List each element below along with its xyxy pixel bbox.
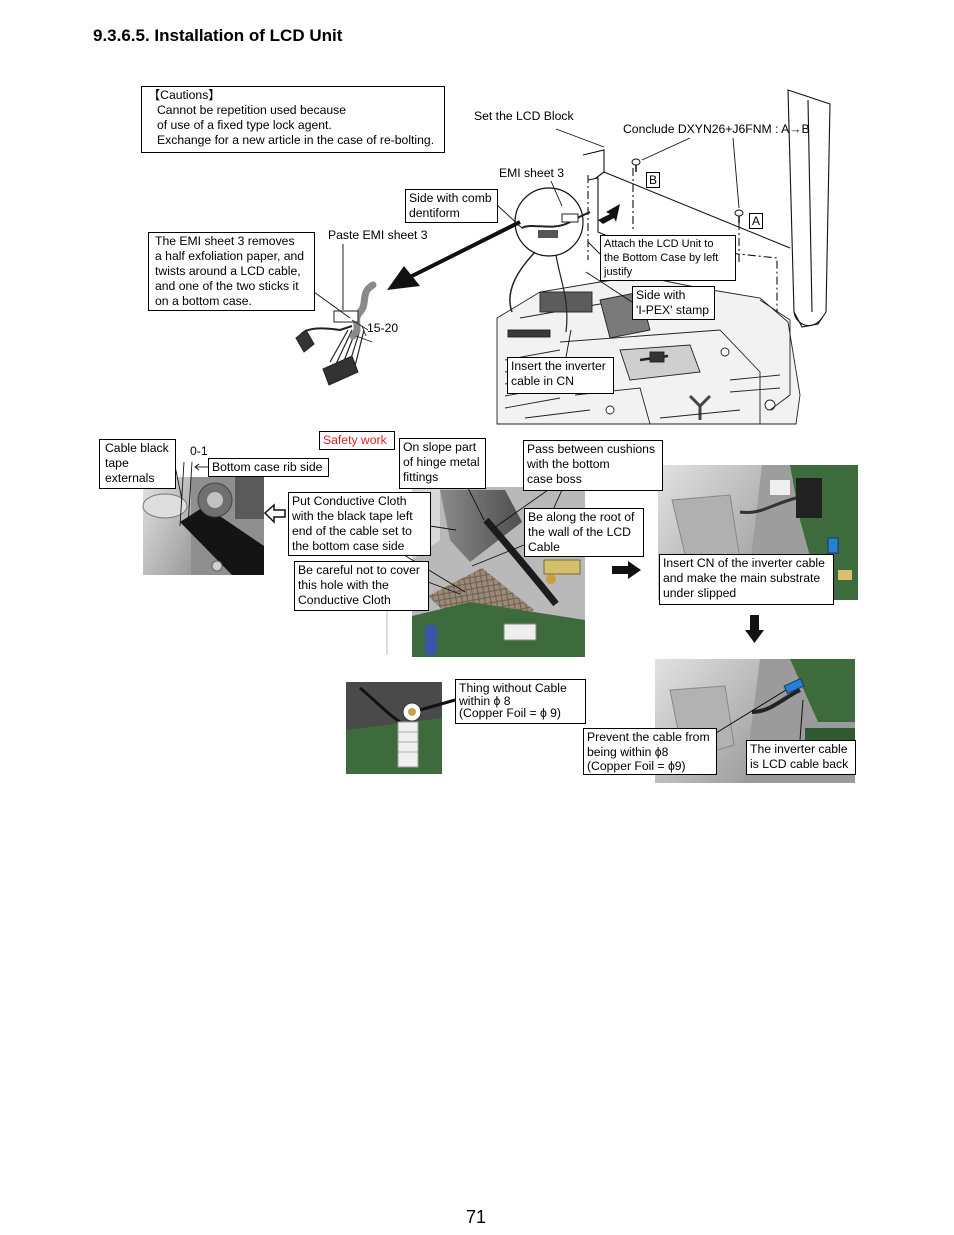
lcd-block-drawing: [582, 89, 831, 382]
callout-line: being within ϕ8: [587, 744, 669, 759]
callout-line: Conductive Cloth: [298, 593, 391, 607]
no-cable-zone-photo: [346, 682, 456, 774]
callout-line: Side with: [636, 288, 686, 302]
top-leader-lines: [313, 128, 740, 358]
hinge-photo: [142, 477, 264, 575]
callout-line: Pass between cushions: [527, 442, 656, 456]
callout-line: Cable: [528, 540, 560, 554]
callout-line: On slope part: [403, 440, 477, 454]
down-arrow-icon: [745, 615, 764, 643]
callout-line: (Copper Foil = ϕ9): [587, 759, 686, 773]
paste-emi-label: Paste EMI sheet 3: [328, 228, 428, 242]
comb-side-callout: Side with comb dentiform: [405, 189, 498, 223]
emi-sheet-twist: [349, 281, 377, 340]
pass-cushions-callout: Pass between cushions with the bottom ca…: [523, 440, 663, 491]
callout-line: cable in CN: [511, 374, 574, 388]
along-wall-callout: Be along the root of the wall of the LCD…: [524, 508, 644, 557]
emi-instructions-callout: The EMI sheet 3 removes a half exfoliati…: [148, 232, 315, 311]
insert-cn-callout: Insert CN of the inverter cable and make…: [659, 554, 834, 605]
rib-side-callout: Bottom case rib side: [208, 458, 329, 477]
callout-line: justify: [604, 266, 633, 278]
callout-line: dentiform: [409, 206, 460, 220]
left-arrow-icon: [263, 503, 286, 524]
safety-work-label: Safety work: [319, 431, 395, 450]
callout-line: The EMI sheet 3 removes: [155, 234, 295, 248]
emi-sheet-label: EMI sheet 3: [499, 166, 565, 180]
set-lcd-block-label: Set the LCD Block: [474, 109, 574, 123]
cable-black-tape-callout: Cable black tape externals: [99, 439, 176, 489]
callout-line: (Copper Foil = ϕ 9): [459, 706, 561, 720]
screw-b-icon: [631, 158, 641, 172]
callout-line: is LCD cable back: [750, 757, 849, 771]
callout-line: the Bottom Case by left: [604, 252, 719, 264]
insert-inverter-callout: Insert the inverter cable in CN: [507, 357, 614, 394]
callout-line: of hinge metal: [403, 455, 480, 469]
callout-line: 'I-PEX' stamp: [636, 303, 710, 317]
prevent-cable-callout: Prevent the cable from being within ϕ8 (…: [583, 728, 717, 775]
callout-line: Prevent the cable from: [587, 730, 710, 744]
callout-line: and one of the two sticks it: [155, 279, 299, 293]
callout-line: with the black tape left: [292, 509, 413, 523]
callout-line: externals: [105, 471, 155, 485]
detail-pointer-arrow: [387, 220, 521, 290]
screw-marker-a: A: [749, 213, 763, 229]
screw-marker-b: B: [646, 172, 660, 188]
ipex-side-callout: Side with 'I-PEX' stamp: [632, 286, 715, 320]
page-number: 71: [466, 1207, 487, 1227]
callout-line: fittings: [403, 470, 439, 484]
callout-line: Insert CN of the inverter cable: [663, 556, 825, 570]
cautions-box: 【Cautions】 Cannot be repetition used bec…: [141, 86, 445, 153]
insert-direction-arrow: [598, 204, 620, 224]
no-cable-zone-callout: Thing without Cable within ϕ 8 (Copper F…: [455, 679, 586, 724]
emi-detail-circle: [509, 187, 591, 333]
cautions-line: Exchange for a new article in the case o…: [157, 133, 435, 147]
gap-label: 0-1: [190, 444, 208, 458]
callout-line: on a bottom case.: [155, 294, 252, 308]
lcd-block-frame: [582, 149, 791, 249]
conclude-screws-label: Conclude DXYN26+J6FNM : A→B: [623, 122, 810, 136]
callout-line: Side with comb: [409, 191, 492, 205]
callout-line: Insert the inverter: [511, 359, 606, 373]
callout-line: twists around a LCD cable,: [155, 264, 301, 278]
callout-line: and make the main substrate: [663, 571, 821, 585]
callout-line: end of the cable set to: [292, 524, 412, 538]
careful-hole-callout: Be careful not to cover this hole with t…: [294, 561, 429, 611]
callout-line: Be along the root of: [528, 510, 635, 524]
conductive-cloth-callout: Put Conductive Cloth with the black tape…: [288, 492, 431, 556]
dimension-label: 15-20: [367, 321, 399, 335]
lcd-cable-drawing: [295, 244, 377, 386]
callout-line: Cable black: [105, 441, 169, 455]
cautions-line: Cannot be repetition used because: [157, 103, 347, 117]
callout-line: The inverter cable: [750, 742, 848, 756]
callout-line: the wall of the LCD: [528, 525, 631, 539]
callout-line: within ϕ 8: [459, 693, 511, 708]
screw-a-icon: [734, 209, 744, 223]
callout-line: case boss: [527, 472, 582, 486]
right-arrow-icon: [612, 561, 641, 579]
callout-line: with the bottom: [527, 457, 610, 471]
callout-line: a half exfoliation paper, and: [155, 249, 305, 263]
callout-line: this hole with the: [298, 578, 389, 592]
callout-line: under slipped: [663, 586, 737, 600]
cable-back-callout: The inverter cable is LCD cable back: [746, 740, 856, 775]
callout-line: tape: [105, 456, 129, 470]
page-title: 9.3.6.5. Installation of LCD Unit: [93, 26, 343, 45]
callout-line: Put Conductive Cloth: [292, 494, 407, 508]
attach-lcd-callout: Attach the LCD Unit to the Bottom Case b…: [600, 235, 736, 281]
cautions-heading: 【Cautions】: [148, 88, 221, 102]
cautions-line: of use of a fixed type lock agent.: [157, 118, 332, 132]
callout-line: Attach the LCD Unit to: [604, 238, 714, 250]
hinge-slope-callout: On slope part of hinge metal fittings: [399, 438, 486, 489]
callout-line: Be careful not to cover: [298, 563, 420, 577]
callout-line: the bottom case side: [292, 539, 405, 553]
callout-line: Thing without Cable: [459, 681, 567, 695]
